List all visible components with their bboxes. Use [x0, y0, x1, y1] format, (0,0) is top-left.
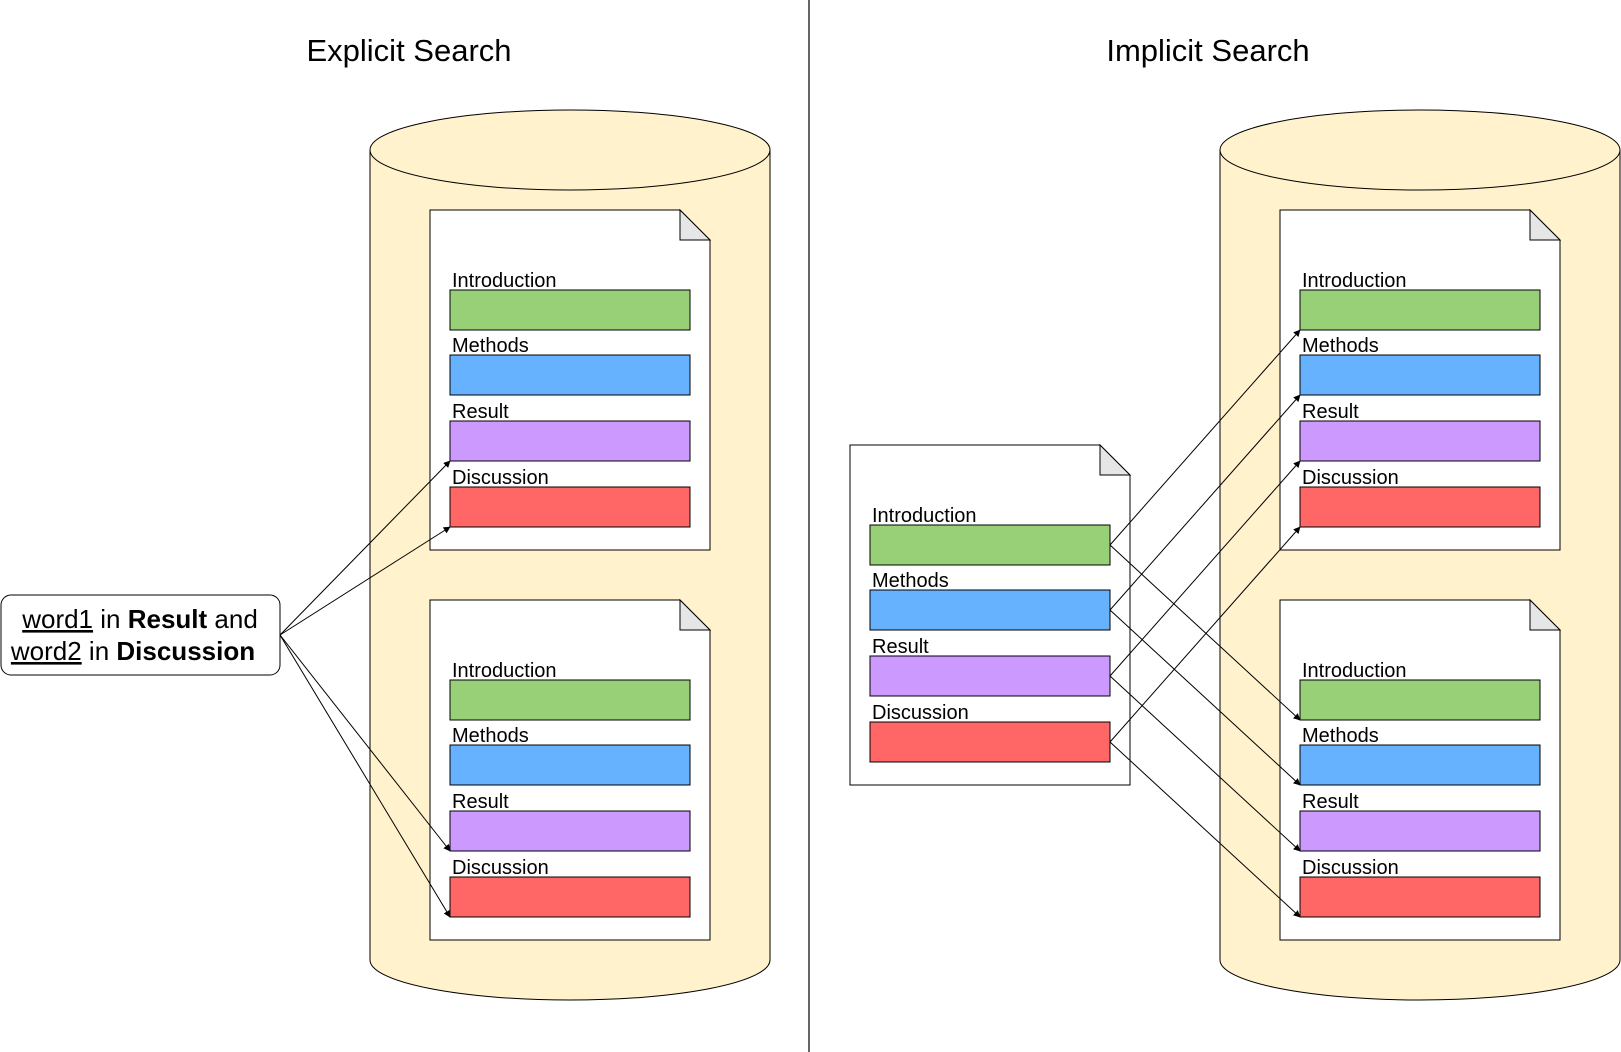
- arrow-methods-to-doc2: [1109, 609, 1301, 786]
- section-label-result: Result: [452, 401, 509, 423]
- section-bar-discussion: [1299, 876, 1541, 918]
- document-fold-corner: [1529, 208, 1562, 241]
- arrow-discussion-to-doc1: [1109, 526, 1301, 743]
- section-bar-introduction: [449, 289, 691, 331]
- arrow-methods-to-doc1: [1109, 394, 1301, 611]
- section-label-discussion: Discussion: [1302, 857, 1399, 879]
- query-and: and: [207, 604, 258, 634]
- section-bar-methods: [1299, 744, 1541, 786]
- query-in-1: in: [93, 604, 128, 634]
- match-arrows: [279, 329, 1301, 918]
- query-line-1: word1 in Result and: [21, 604, 258, 634]
- document-fold-corner: [679, 208, 712, 241]
- section-bar-result: [1299, 810, 1541, 852]
- explicit-search-title: Explicit Search: [306, 33, 511, 68]
- section-label-introduction: Introduction: [872, 505, 977, 527]
- query-section-result: Result: [128, 604, 208, 634]
- section-label-methods: Methods: [452, 335, 529, 357]
- section-bar-introduction: [1299, 289, 1541, 331]
- section-label-discussion: Discussion: [452, 857, 549, 879]
- section-bar-discussion: [449, 486, 691, 528]
- section-label-methods: Methods: [1302, 335, 1379, 357]
- arrow-result-to-doc1: [1109, 460, 1301, 677]
- section-label-introduction: Introduction: [452, 660, 557, 682]
- query-line-2: word2 in Discussion: [10, 636, 255, 666]
- section-label-introduction: Introduction: [452, 270, 557, 292]
- section-bar-discussion: [869, 721, 1111, 763]
- section-bar-introduction: [449, 679, 691, 721]
- section-bar-discussion: [1299, 486, 1541, 528]
- query-in-2: in: [82, 636, 117, 666]
- arrow-discussion-to-doc2: [1109, 741, 1301, 918]
- section-label-methods: Methods: [872, 570, 949, 592]
- section-label-result: Result: [1302, 401, 1359, 423]
- document-fold-corner: [679, 598, 712, 631]
- section-label-result: Result: [452, 791, 509, 813]
- section-bar-methods: [449, 744, 691, 786]
- arrow-query-to-doc1-result: [279, 460, 451, 636]
- query-word1: word1: [21, 604, 93, 634]
- document-fold-corner: [1529, 598, 1562, 631]
- section-label-discussion: Discussion: [1302, 467, 1399, 489]
- implicit-search-title: Implicit Search: [1106, 33, 1309, 68]
- query-section-discussion: Discussion: [116, 636, 255, 666]
- section-label-discussion: Discussion: [452, 467, 549, 489]
- section-bar-introduction: [1299, 679, 1541, 721]
- section-label-introduction: Introduction: [1302, 270, 1407, 292]
- arrow-result-to-doc2: [1109, 675, 1301, 852]
- section-bar-methods: [869, 589, 1111, 631]
- section-label-result: Result: [872, 636, 929, 658]
- query-box: word1 in Result and word2 in Discussion: [0, 594, 281, 676]
- section-bar-methods: [449, 354, 691, 396]
- section-bar-result: [1299, 420, 1541, 462]
- section-label-introduction: Introduction: [1302, 660, 1407, 682]
- section-bar-result: [869, 655, 1111, 697]
- section-bar-result: [449, 420, 691, 462]
- section-bar-discussion: [449, 876, 691, 918]
- section-bar-result: [449, 810, 691, 852]
- section-label-methods: Methods: [452, 725, 529, 747]
- query-word2: word2: [10, 636, 82, 666]
- section-bar-introduction: [869, 524, 1111, 566]
- arrow-introduction-to-doc1: [1109, 329, 1301, 546]
- arrow-query-to-doc2-result: [279, 634, 451, 852]
- section-label-methods: Methods: [1302, 725, 1379, 747]
- arrow-query-to-doc2-discussion: [279, 634, 451, 918]
- section-bar-methods: [1299, 354, 1541, 396]
- section-label-discussion: Discussion: [872, 702, 969, 724]
- document-fold-corner: [1099, 443, 1132, 476]
- arrow-query-to-doc1-discussion: [279, 526, 451, 636]
- section-label-result: Result: [1302, 791, 1359, 813]
